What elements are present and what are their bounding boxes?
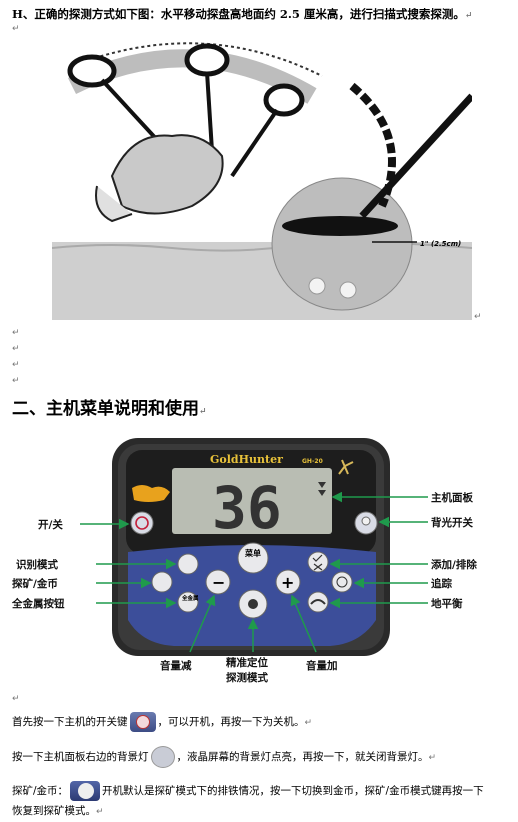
callout-track: 追踪: [431, 577, 452, 590]
callout-add-remove: 添加/排除: [431, 558, 477, 571]
callout-volume-up: 音量加: [306, 659, 338, 672]
mine-gold-button-image: [70, 781, 101, 801]
section-h-heading: H、正确的探测方式如下图：水平移动探盘高地面约 2.5 厘米高，进行扫描式搜索探…: [12, 7, 473, 21]
callout-backlight: 背光开关: [431, 516, 473, 529]
ground-balance-button: [307, 591, 329, 613]
all-metal-button: [177, 591, 199, 613]
instruction-mine-gold-cont: 恢复到探矿模式。↵: [12, 805, 104, 817]
arrow-volume-down: [189, 594, 216, 653]
paragraph-mark: ↵: [12, 360, 20, 370]
detail-circle: [271, 177, 413, 311]
buried-coin: [308, 277, 326, 295]
coil-left: [67, 54, 117, 88]
mine-gold-button: [151, 571, 173, 593]
paragraph-mark: ↵: [12, 344, 20, 354]
volume-up-button: [275, 569, 301, 595]
callout-mine-gold: 探矿/金币: [12, 577, 58, 590]
callout-pinpoint-line1: 精准定位: [226, 656, 268, 669]
instruction-mine-gold: 探矿/金币：开机默认是探矿模式下的排铁情况，按一下切换到金币，探矿/金币模式键再…: [12, 781, 484, 801]
power-icon: [135, 516, 149, 530]
backlight-button-image: [150, 746, 175, 768]
arm-sleeve: [95, 185, 133, 223]
lcd-digits: 36: [212, 474, 282, 542]
treasure-hunter-icon: [338, 459, 354, 475]
power-button-image: [129, 712, 156, 732]
paragraph-mark: ↵: [474, 312, 482, 322]
paragraph-mark: ↵: [12, 376, 20, 386]
paragraph-mark: ↵: [12, 328, 20, 338]
coil-right: [263, 83, 305, 117]
height-label: 1" (2.5cm): [420, 240, 461, 248]
control-panel-figure: GoldHunter GH-20 36 全金属 − 菜单 + 主机面板 开: [11, 438, 477, 684]
instruction-backlight: 按一下主机面板右边的背景灯，液晶屏幕的背景灯点亮，再按一下，就关闭背景灯。↵: [12, 746, 436, 768]
menu-button: [237, 542, 269, 574]
menu-button-label: 菜单: [244, 548, 261, 558]
volume-down-button: [205, 569, 231, 595]
callout-id-mode: 识别模式: [16, 558, 58, 571]
sweep-arc-dotted: [71, 42, 323, 77]
add-remove-button: [307, 551, 329, 573]
callout-main-panel: 主机面板: [431, 491, 473, 504]
arrow-volume-up: [290, 594, 317, 653]
target-icon: [336, 576, 348, 588]
track-button: [331, 571, 353, 593]
id-mode-button: [177, 553, 199, 575]
callout-all-metal: 全金属按钮: [11, 597, 65, 610]
power-button: [130, 511, 154, 535]
detail-coil: [282, 216, 398, 236]
callout-pinpoint-line2: 探测模式: [226, 671, 268, 684]
sweep-technique-figure: 1" (2.5cm): [52, 36, 472, 320]
callout-volume-down: 音量减: [160, 659, 192, 672]
plus-label: +: [281, 573, 294, 592]
section-2-title: 二、主机菜单说明和使用↵: [12, 399, 207, 419]
paragraph-mark: ↵: [12, 694, 20, 704]
brand-label: GoldHunter: [210, 453, 283, 466]
lcd-screen: [172, 468, 332, 534]
pinpoint-icon: [248, 599, 258, 609]
bulb-icon: [361, 516, 371, 526]
ground-icon: [310, 599, 326, 605]
check-x-icon: [312, 554, 323, 571]
paragraph-mark: ↵: [12, 24, 20, 34]
lcd-indicator-icon: [318, 482, 326, 496]
all-metal-button-label: 全金属: [181, 594, 199, 602]
hand-shape: [110, 134, 224, 215]
coil-middle: [184, 43, 230, 77]
gold-pile-icon: [132, 485, 170, 502]
minus-label: −: [212, 573, 225, 592]
callout-ground-balance: 地平衡: [431, 597, 463, 610]
instruction-power: 首先按一下主机的开关键，可以开机，再按一下为关机。↵: [12, 712, 312, 732]
shaft-right: [230, 108, 279, 178]
model-label: GH-20: [302, 458, 323, 465]
callout-power: 开/关: [38, 518, 63, 531]
buried-coin: [339, 281, 357, 299]
shaft-middle: [205, 71, 214, 152]
detail-shaft: [359, 93, 472, 219]
